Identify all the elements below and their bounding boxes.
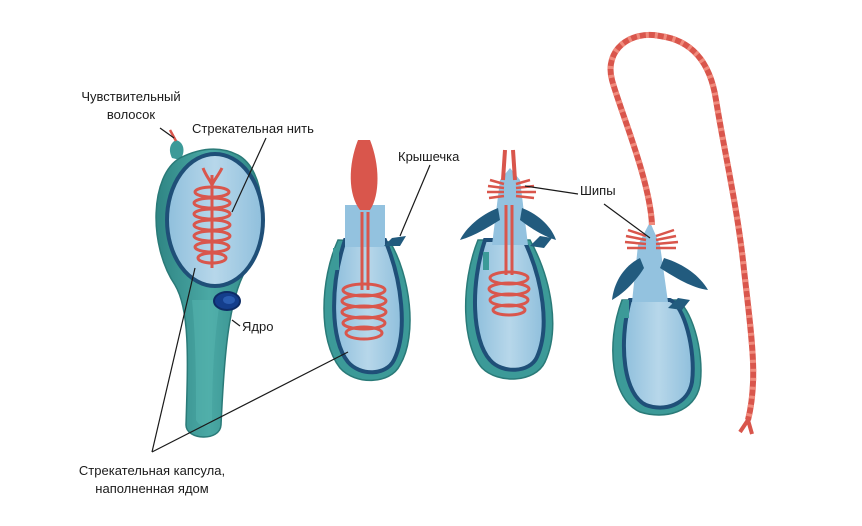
spine [660,258,708,290]
label-lid: Крышечка [398,149,460,164]
label-spines: Шипы [580,183,616,198]
sensory-hair-stalk [169,140,184,160]
label-stinging-thread: Стрекательная нить [192,121,314,136]
sensory-hair-tip [168,129,178,142]
spine [668,298,690,310]
label-capsule: Стрекательная капсула, наполненная ядом [78,463,226,496]
coiled-thread [192,167,232,268]
label-nucleus: Ядро [242,319,274,334]
capsule-discharging [460,149,556,380]
spine [530,236,552,248]
leader-lines [151,127,651,453]
capsule-lid [384,236,406,246]
capsule-discharged [607,31,757,435]
spine [520,208,556,240]
thread-base-closed [350,140,378,290]
cnidocyte-cell-resting [155,129,265,438]
spine [460,208,500,240]
capsule-closed [323,140,411,382]
barbs [487,178,536,200]
spine [612,258,644,300]
label-sensory-hair: Чувствительный волосок [81,89,181,122]
